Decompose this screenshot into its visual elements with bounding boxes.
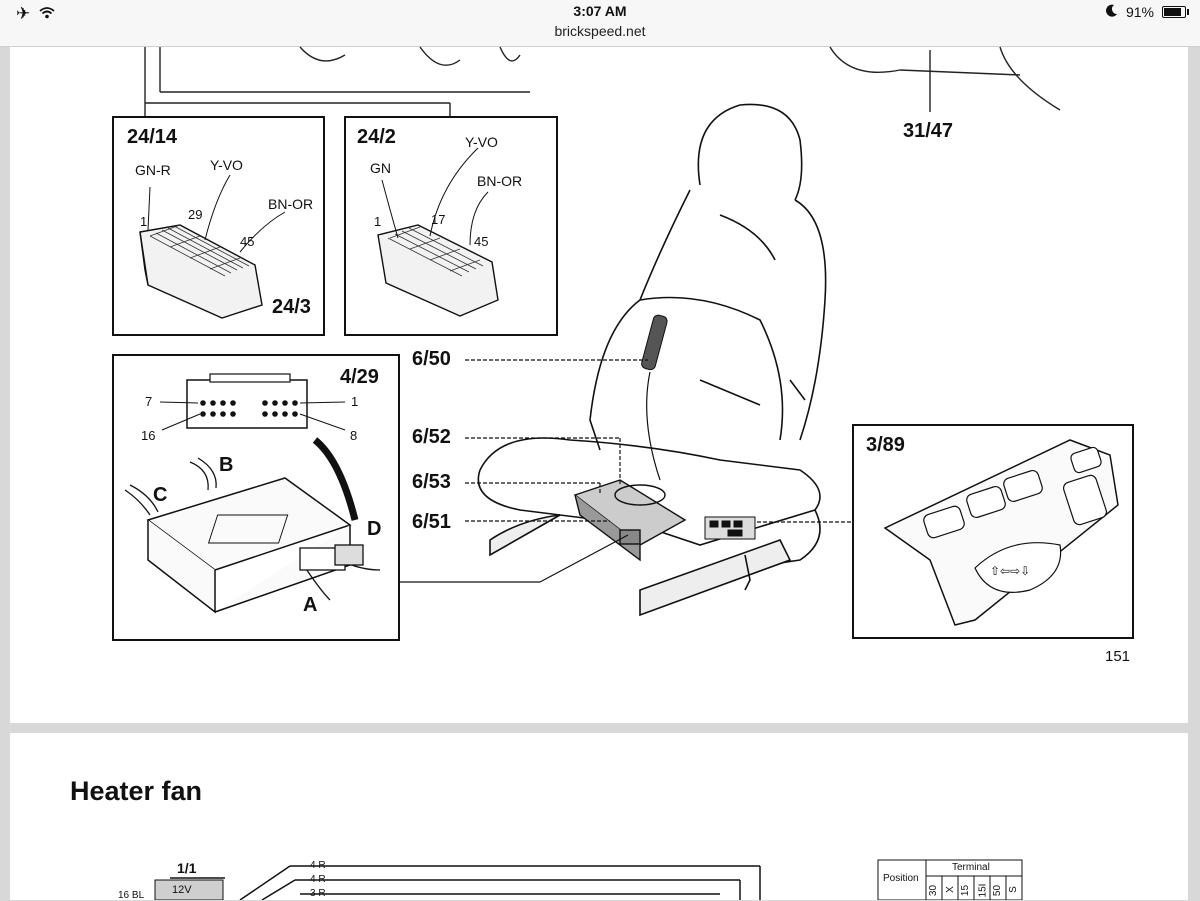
callout-31-47: 31/47	[903, 120, 954, 142]
pin-1-label-2: 1	[374, 214, 382, 229]
table-terminal-header: Terminal	[952, 862, 990, 873]
pin-16-label: 16	[141, 428, 156, 443]
pin-45-label-2: 45	[474, 234, 489, 249]
pin-45-label: 45	[240, 234, 255, 249]
callout-6-51: 6/51	[412, 511, 451, 533]
connector-24-2-title: 24/2	[357, 126, 396, 148]
wire-bn-or-label-2: BN-OR	[477, 173, 523, 189]
wire-gn-r-label: GN-R	[135, 162, 171, 178]
plug-b-label: B	[219, 454, 234, 476]
connector-24-14-title: 24/14	[127, 126, 178, 148]
plug-a-label: A	[303, 594, 318, 616]
status-bar: ✈ 3:07 AM brickspeed.net 91%	[0, 0, 1200, 47]
pin-8-label: 8	[350, 428, 358, 443]
battery-icon	[1162, 6, 1189, 18]
airplane-icon: ✈	[16, 4, 31, 23]
address-url[interactable]: brickspeed.net	[554, 23, 646, 39]
wire-4r-label-2: 4 R	[310, 874, 326, 885]
component-1-1-label: 1/1	[177, 860, 197, 876]
wire-4r-label-1: 4 R	[310, 860, 326, 871]
wire-y-vo-label-2: Y-VO	[465, 134, 498, 150]
table-position-header: Position	[883, 873, 919, 884]
battery-fill	[1164, 8, 1181, 16]
wire-bn-or-label: BN-OR	[268, 196, 314, 212]
plug-d-label: D	[367, 518, 382, 540]
status-right: 91%	[1105, 4, 1189, 20]
moon-icon	[1105, 4, 1118, 20]
page-number: 151	[1105, 648, 1131, 665]
wire-16bl-label: 16 BL	[118, 890, 145, 901]
pin-1-label: 1	[140, 214, 148, 229]
table-terminal-x: X	[944, 886, 956, 893]
status-time: 3:07 AM	[573, 3, 627, 19]
switch-3-89-title: 3/89	[866, 434, 905, 456]
status-left-icons: ✈	[16, 4, 55, 24]
pin-29-label: 29	[188, 207, 203, 222]
callout-6-50: 6/50	[412, 348, 451, 370]
callout-6-52: 6/52	[412, 426, 451, 448]
wifi-icon	[39, 4, 55, 23]
wire-3r-label: 3 R	[310, 888, 326, 899]
battery-12v-label: 12V	[172, 884, 192, 896]
table-terminal-s: S	[1007, 886, 1019, 893]
pin-17-label: 17	[431, 212, 446, 227]
module-4-29-title: 4/29	[340, 366, 379, 388]
table-terminal-30: 30	[928, 884, 940, 897]
callout-6-53: 6/53	[412, 471, 451, 493]
pin-7-label: 7	[145, 394, 153, 409]
battery-percent: 91%	[1125, 4, 1154, 20]
connector-24-3-label: 24/3	[272, 296, 311, 318]
section-heading: Heater fan	[70, 776, 203, 806]
table-terminal-50: 50	[992, 884, 1004, 897]
pin-1-module-label: 1	[351, 394, 359, 409]
wire-gn-label: GN	[370, 160, 391, 176]
wire-y-vo-label: Y-VO	[210, 157, 243, 173]
table-terminal-15i: 15I	[977, 883, 989, 898]
plug-c-label: C	[153, 484, 168, 506]
table-terminal-15: 15	[960, 884, 972, 897]
